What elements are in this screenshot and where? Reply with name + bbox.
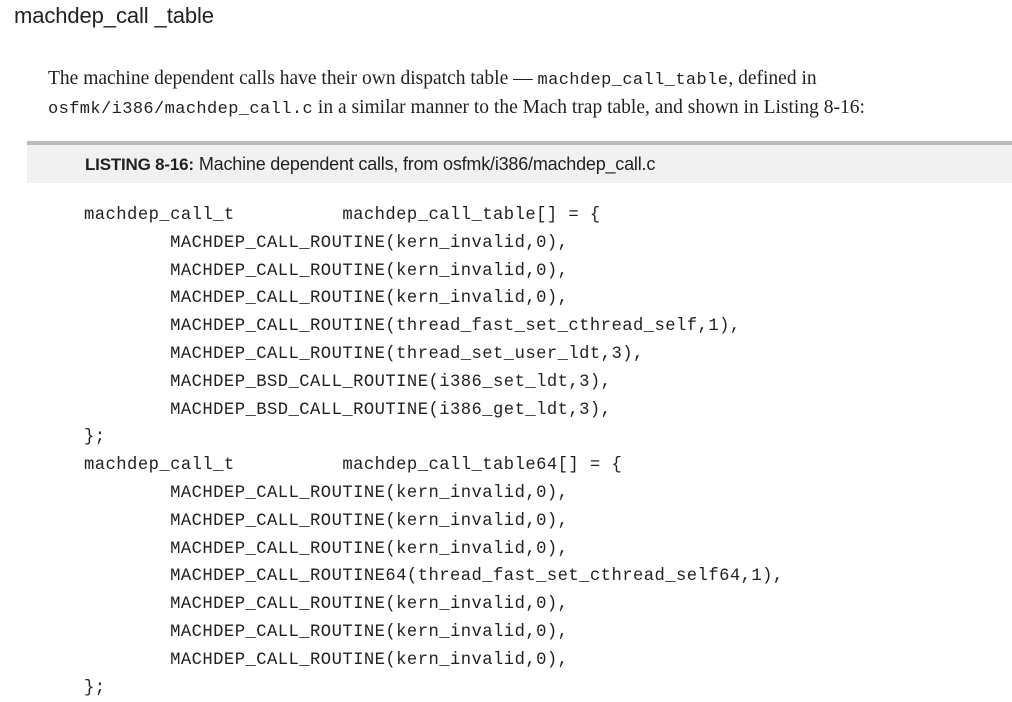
code-line: machdep_call_t machdep_call_table[] = { [84, 206, 601, 225]
code-line: MACHDEP_CALL_ROUTINE(kern_invalid,0), [84, 483, 569, 503]
code-line: MACHDEP_CALL_ROUTINE(kern_invalid,0), [84, 233, 569, 253]
code-line: MACHDEP_CALL_ROUTINE(kern_invalid,0), [84, 289, 569, 309]
code-line: MACHDEP_CALL_ROUTINE(thread_set_user_ldt… [84, 344, 644, 364]
inline-code-machdep-call-c-path: osfmk/i386/machdep_call.c [48, 99, 314, 119]
code-line: machdep_call_t machdep_call_table64[] = … [84, 456, 623, 476]
listing-number-label: LISTING 8-16: [85, 155, 194, 174]
paragraph-text-part-1: The machine dependent calls have their o… [48, 67, 538, 89]
code-line: MACHDEP_BSD_CALL_ROUTINE(i386_set_ldt,3)… [84, 372, 612, 392]
code-line: }; [84, 678, 106, 698]
listing-title-label: Machine dependent calls, from osfmk/i386… [198, 154, 656, 174]
page-title: machdep_call _table [14, 3, 214, 28]
code-line: MACHDEP_BSD_CALL_ROUTINE(i386_get_ldt,3)… [84, 400, 612, 420]
paragraph-text-part-3: in a similar manner to the Mach trap tab… [313, 96, 865, 118]
code-line: MACHDEP_CALL_ROUTINE(kern_invalid,0), [84, 261, 569, 281]
code-line: MACHDEP_CALL_ROUTINE(kern_invalid,0), [84, 539, 569, 559]
code-listing: machdep_call_t machdep_call_table[] = { … [84, 202, 784, 702]
body-paragraph: The machine dependent calls have their o… [48, 65, 978, 123]
listing-caption-bar: LISTING 8-16:Machine dependent calls, fr… [27, 141, 1012, 183]
code-line: MACHDEP_CALL_ROUTINE(kern_invalid,0), [84, 511, 569, 531]
code-line: MACHDEP_CALL_ROUTINE(kern_invalid,0), [84, 622, 569, 642]
code-line: MACHDEP_CALL_ROUTINE64(thread_fast_set_c… [84, 567, 784, 587]
code-line: }; [84, 428, 106, 448]
code-line: MACHDEP_CALL_ROUTINE(thread_fast_set_cth… [84, 317, 741, 337]
paragraph-text-part-2: , defined in [728, 67, 817, 89]
code-line: MACHDEP_CALL_ROUTINE(kern_invalid,0), [84, 595, 569, 615]
code-line: MACHDEP_CALL_ROUTINE(kern_invalid,0), [84, 650, 569, 670]
listing-caption: LISTING 8-16:Machine dependent calls, fr… [85, 154, 655, 175]
inline-code-machdep-call-table: machdep_call_table [537, 70, 729, 90]
